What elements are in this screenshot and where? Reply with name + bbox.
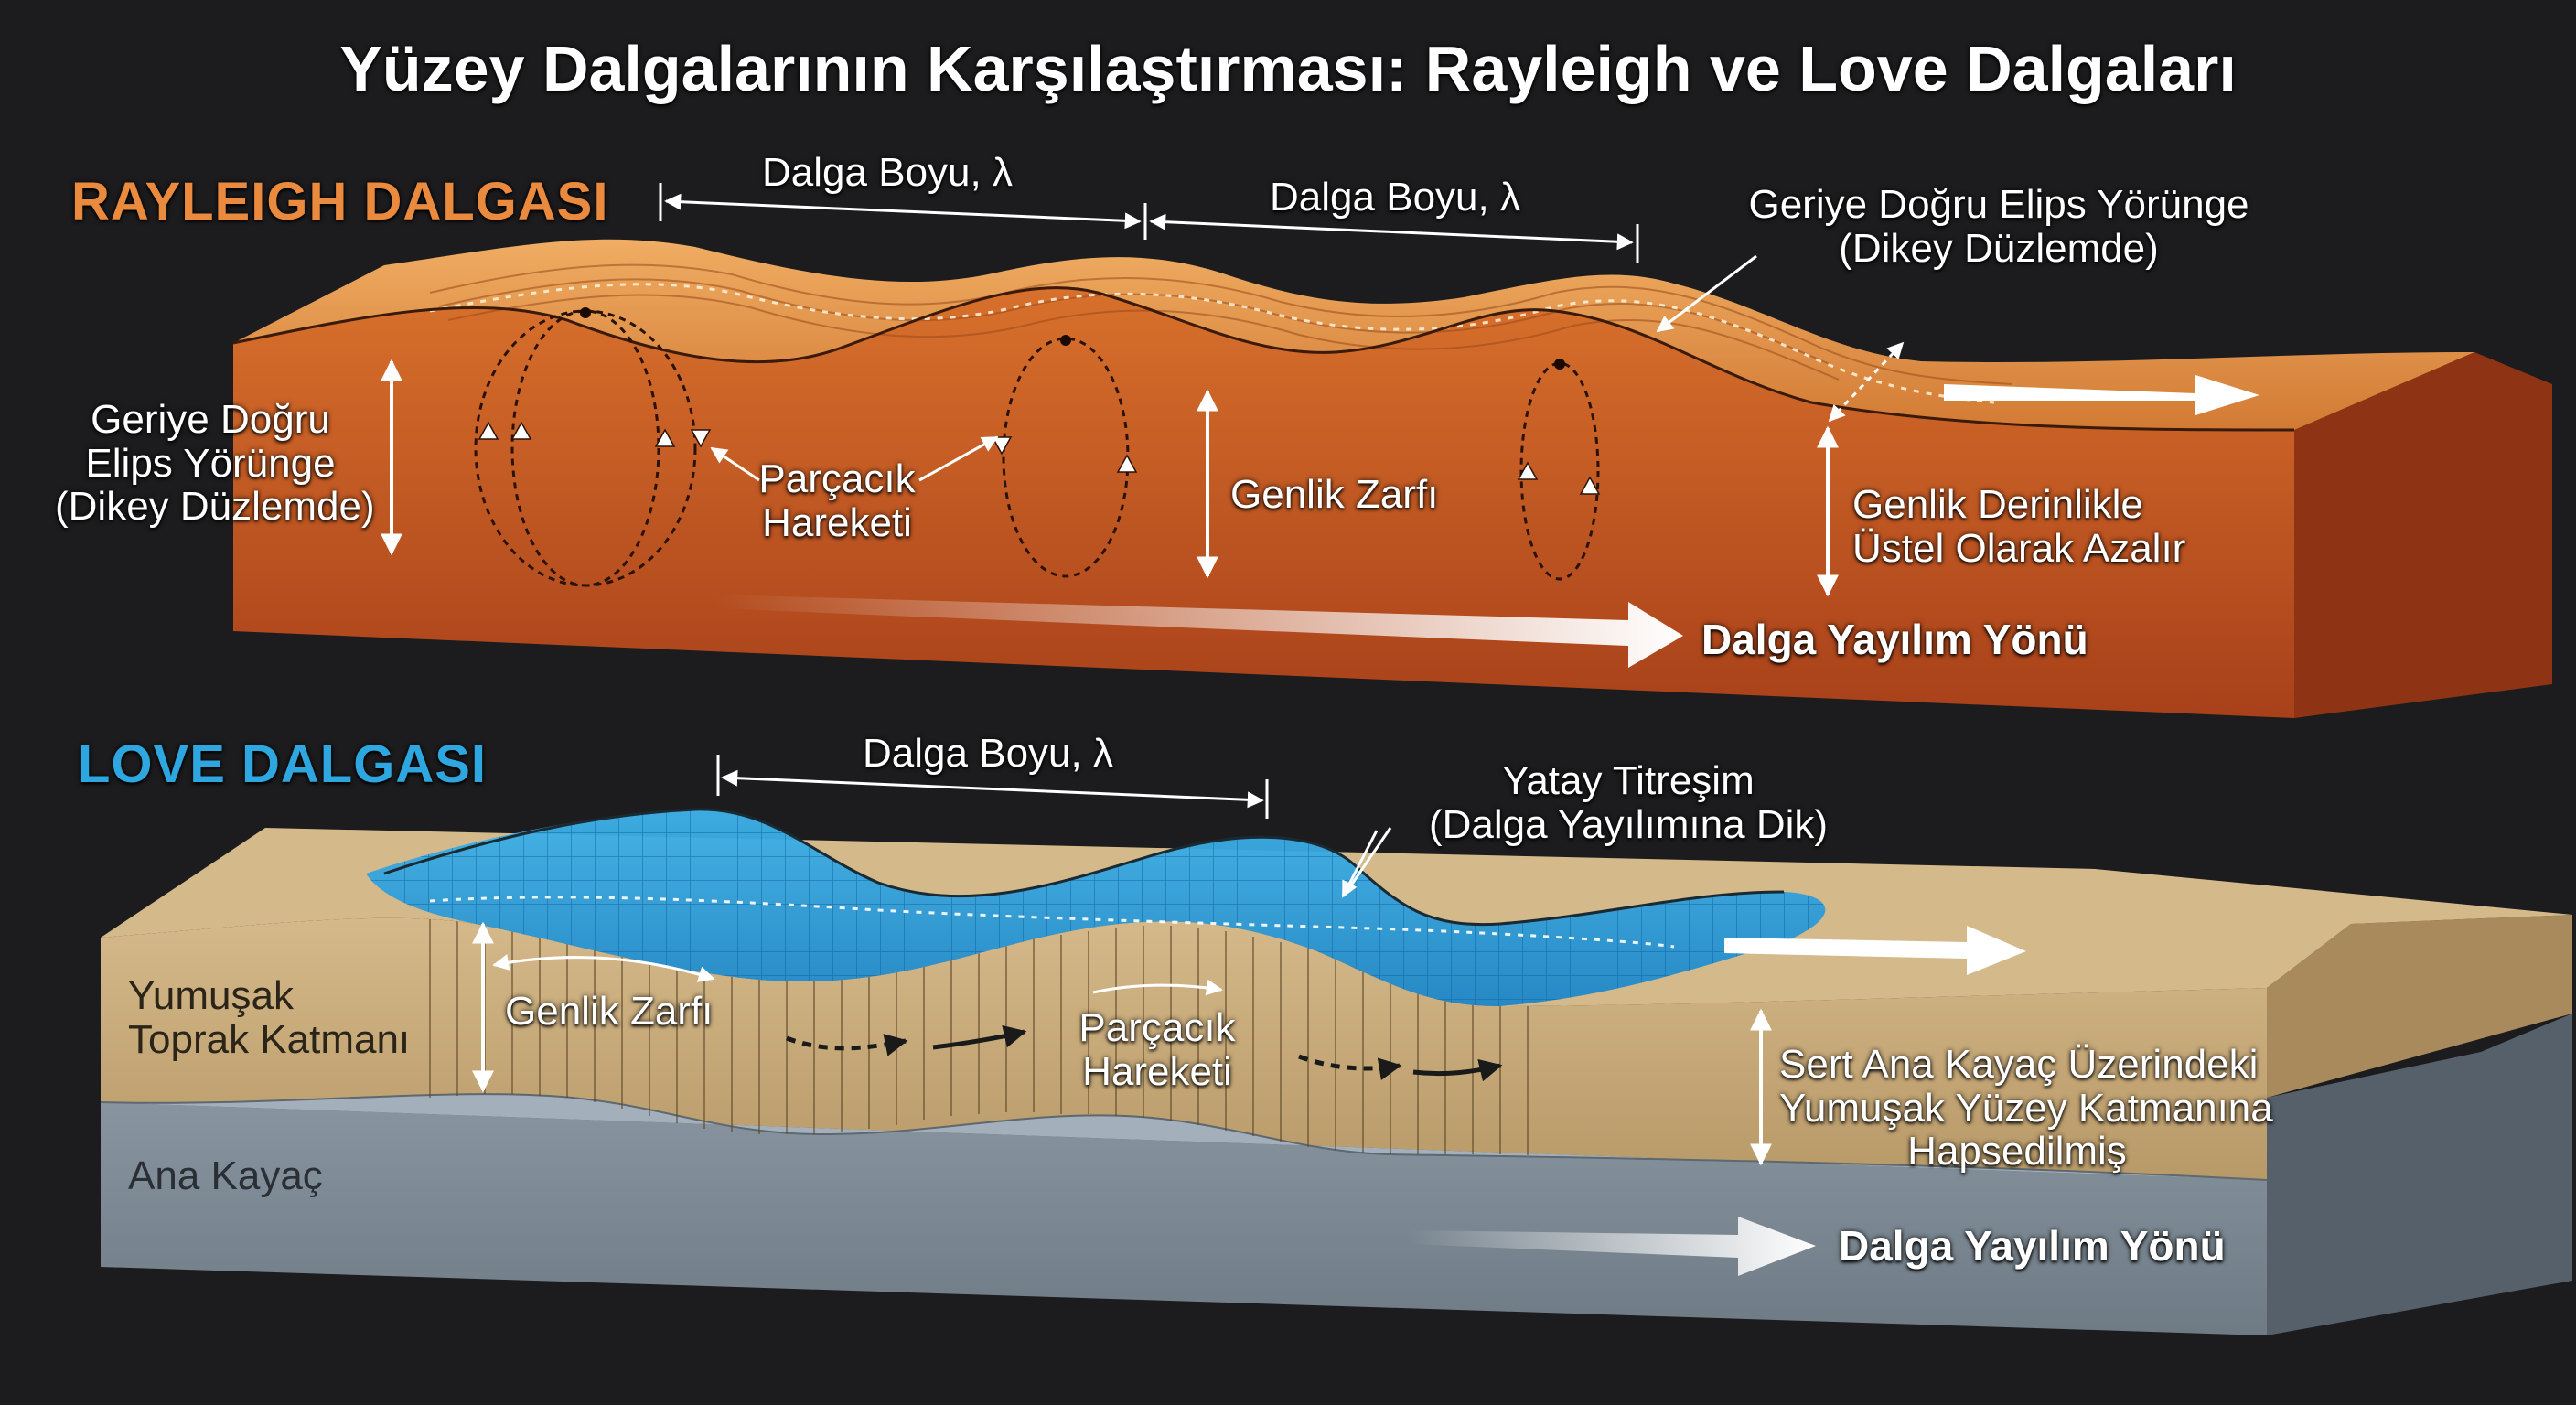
love-particle-arrows: [786, 1024, 1503, 1082]
rayleigh-depth-decay-label: Genlik Derinlikle Üstel Olarak Azalır: [1852, 483, 2185, 570]
orbit-dots: [580, 307, 1565, 370]
orbit-ellipse: [1519, 361, 1600, 581]
rayleigh-orbit-left-label: Geriye Doğru Elips Yörünge (Dikey Düzlem…: [55, 397, 375, 530]
rayleigh-wavelength-label-1: Dalga Boyu, λ: [762, 150, 1013, 195]
rayleigh-wavelength-label-2: Dalga Boyu, λ: [1270, 175, 1520, 220]
trapped-line-1: Sert Ana Kayaç Üzerindeki: [1779, 1042, 2259, 1087]
love-particle-motion-label: Parçacık Hareketi: [1052, 1006, 1262, 1093]
vibration-line-1: Yatay Titreşim: [1502, 758, 1755, 803]
orbit-ellipse: [510, 309, 660, 587]
love-heading: LOVE DALGASI: [78, 735, 488, 794]
particle-line-2: Hareketi: [762, 499, 912, 545]
rayleigh-wavelength-dimensions: [659, 183, 1639, 263]
vibration-line-2: (Dalga Yayılımına Dik): [1428, 801, 1829, 847]
soft-soil-layer-label: Yumuşak Toprak Katmanı: [128, 974, 410, 1061]
page-title: Yüzey Dalgalarının Karşılaştırması: Rayl…: [339, 33, 2237, 104]
bedrock-label: Ana Kayaç: [128, 1153, 323, 1198]
rayleigh-propagation-arrow: [714, 595, 1683, 668]
orbit-top-line-2: (Dikey Düzlemde): [1839, 225, 2159, 271]
love-wavelength-dimension: [716, 755, 1269, 819]
soil-line-2: Toprak Katmanı: [128, 1016, 411, 1062]
particle-line-1: Parçacık: [758, 456, 916, 501]
depth-line-1: Genlik Derinlikle: [1852, 482, 2143, 527]
orbit-top-line-1: Geriye Doğru Elips Yörünge: [1748, 182, 2249, 227]
rayleigh-surface-propagation-arrow: [1944, 375, 2259, 415]
love-surface-propagation-arrow: [1724, 926, 2026, 975]
bedrock-side: [2267, 1014, 2572, 1335]
rayleigh-heading: RAYLEIGH DALGASI: [71, 172, 609, 231]
love-horizontal-vibration-label: Yatay Titreşim (Dalga Yayılımına Dik): [1409, 759, 1848, 846]
rayleigh-block-top: [233, 239, 2474, 430]
rayleigh-orbit-top-label: Geriye Doğru Elips Yörünge (Dikey Düzlem…: [1733, 183, 2264, 270]
orbit-left-line-3: (Dikey Düzlemde): [55, 484, 375, 530]
rayleigh-block: [232, 239, 2552, 718]
love-envelope-label: Genlik Zarfı: [505, 989, 714, 1034]
love-block: [100, 808, 2572, 1335]
bedrock-boundary: [100, 1093, 2268, 1181]
love-propagation-label: Dalga Yayılım Yönü: [1839, 1222, 2226, 1270]
orbit-left-line-1: Geriye Doğru: [91, 397, 330, 442]
rayleigh-block-side: [2294, 352, 2552, 718]
love-wavelength-label: Dalga Boyu, λ: [863, 731, 1113, 776]
rayleigh-block-front: [233, 287, 2294, 718]
rayleigh-dotted-surface: [429, 283, 1995, 404]
orbit-arrowheads: [478, 421, 1601, 495]
trapped-line-3: Hapsedilmiş: [1907, 1129, 2127, 1174]
rayleigh-propagation-label: Dalga Yayılım Yönü: [1701, 616, 2088, 663]
depth-line-2: Üstel Olarak Azalır: [1852, 525, 2186, 571]
love-propagation-arrow: [1409, 1217, 1816, 1276]
love-trapped-label: Sert Ana Kayaç Üzerindeki Yumuşak Yüzey …: [1779, 1042, 2273, 1174]
soil-line-1: Yumuşak: [128, 973, 294, 1018]
trapped-line-2: Yumuşak Yüzey Katmanına: [1779, 1085, 2273, 1131]
orbit-left-line-2: Elips Yörünge: [85, 440, 336, 486]
love-particle-line-1: Parçacık: [1079, 1005, 1236, 1050]
rayleigh-particle-motion-label: Parçacık Hareketi: [732, 457, 942, 544]
rayleigh-envelope-label: Genlik Zarfı: [1230, 472, 1439, 517]
soil-side: [2267, 915, 2572, 1098]
love-particle-line-2: Hareketi: [1082, 1048, 1232, 1094]
